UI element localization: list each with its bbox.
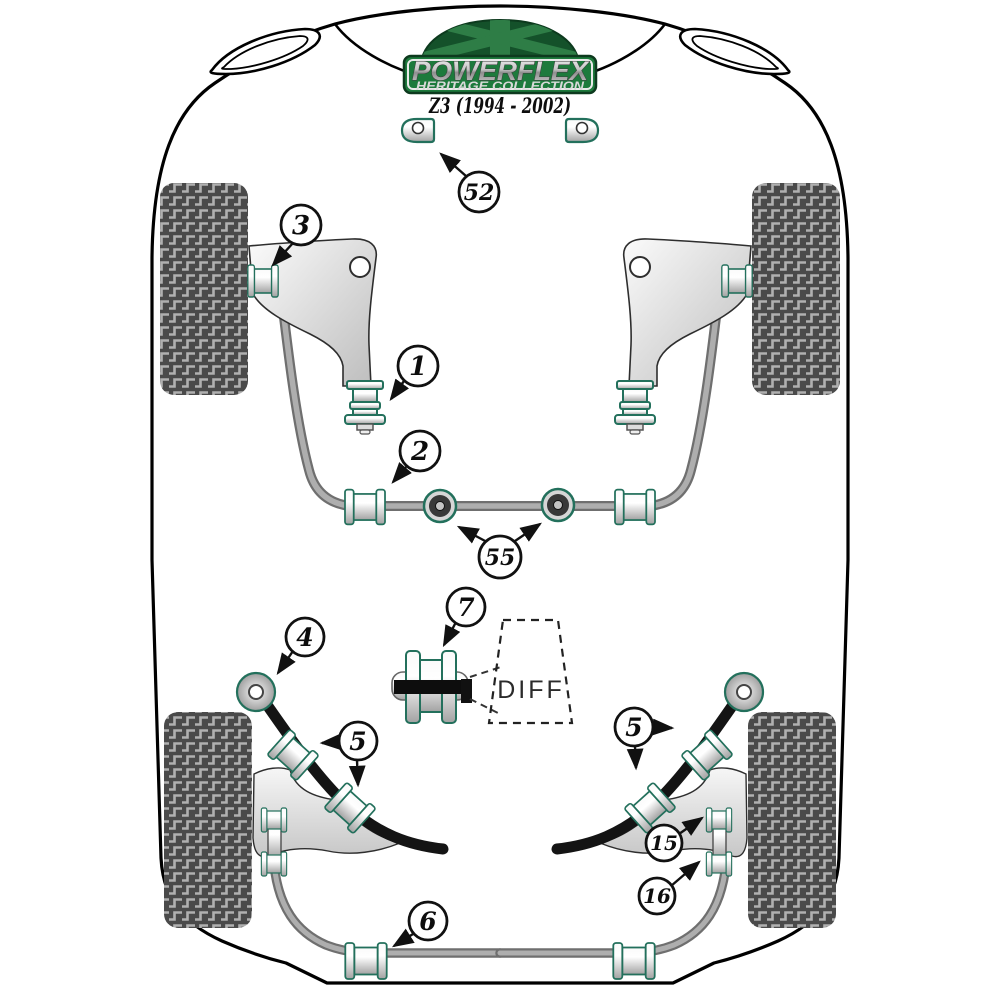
callouts: 52 3 1 2 55 7 4 5 <box>279 170 684 942</box>
diff-bolt-nub <box>461 679 472 703</box>
bracket-left-hole <box>411 121 425 135</box>
callout-6-label: 6 <box>419 907 436 936</box>
front-arm-front-bushing-right <box>721 264 753 298</box>
rear-link-lower-bushing-right <box>705 851 733 877</box>
callout-55: 55 <box>477 534 523 580</box>
bracket-right-hole <box>575 121 589 135</box>
tire-rear-left <box>164 712 252 928</box>
arrow-6 <box>391 928 415 948</box>
front-antiroll-bar <box>278 289 722 509</box>
front-suspension <box>247 238 753 526</box>
headlight-left-inner <box>221 35 309 70</box>
diff-bolt-band <box>394 680 464 694</box>
arrow-1 <box>389 378 410 401</box>
diff-label: DIFF <box>497 676 565 704</box>
arrow-5-right-a <box>652 718 675 736</box>
logo-union-jack <box>422 20 578 58</box>
callout-3: 3 <box>279 203 323 247</box>
powerflex-logo: POWERFLEX HERITAGE COLLECTION Z3 (1994 -… <box>402 18 598 118</box>
callout-arrows <box>271 152 704 948</box>
callout-52-label: 52 <box>464 180 495 206</box>
callout-5-right-label: 5 <box>625 713 642 742</box>
arrow-55-left <box>456 525 488 544</box>
control-arm-front-left <box>248 238 378 387</box>
brand-name: POWERFLEX <box>412 56 590 86</box>
arrow-16 <box>670 860 701 887</box>
headlight-right <box>678 27 791 76</box>
diff-mount-bushing <box>391 650 472 724</box>
callout-7-label: 7 <box>457 593 475 622</box>
callout-15: 15 <box>644 823 684 863</box>
rear-suspension: DIFF <box>235 618 765 980</box>
arrow-4 <box>276 650 296 675</box>
callout-3-label: 3 <box>292 211 310 241</box>
rear-link-upper-bushing-left <box>260 807 288 833</box>
callout-52: 52 <box>457 170 501 214</box>
diff-dash-upper <box>469 665 505 678</box>
arrow-5-right-b <box>626 745 644 771</box>
callout-1-label: 1 <box>409 352 427 382</box>
headlight-left <box>209 27 322 76</box>
callout-6: 6 <box>407 900 449 942</box>
arrow-55-right <box>514 522 542 542</box>
mount-brackets <box>400 117 600 144</box>
callout-1: 1 <box>396 344 440 388</box>
control-arm-front-right <box>622 238 752 387</box>
callout-5-right: 5 <box>613 706 655 748</box>
arrow-7 <box>442 621 461 648</box>
tires <box>160 183 840 928</box>
front-arm-front-bushing-left <box>247 264 279 298</box>
logo-panel-inner-border <box>407 59 593 90</box>
logo-panel <box>402 54 598 95</box>
brand-collection: HERITAGE COLLECTION <box>416 81 585 93</box>
callout-5-left-label: 5 <box>349 727 366 756</box>
control-arm-front-right-hole <box>629 256 651 278</box>
rear-link-lower-bushing-left <box>260 851 288 877</box>
diff-dash-lower <box>469 698 501 715</box>
arrow-2 <box>391 461 412 484</box>
callout-15-label: 15 <box>650 831 678 855</box>
tire-front-left <box>160 183 248 395</box>
model-name: Z3 (1994 - 2002) <box>428 93 571 118</box>
callout-2: 2 <box>398 429 442 473</box>
rear-link-upper-bushing-right <box>705 807 733 833</box>
arrow-5-left-b <box>348 759 366 788</box>
front-bar-inner-bushing-right <box>540 487 576 523</box>
arrow-52 <box>439 152 467 177</box>
tire-front-right <box>752 183 840 395</box>
rear-bar-eye-bushing-right <box>723 671 765 713</box>
rear-antiroll-bar-bushing-left <box>344 942 388 980</box>
front-antiroll-bar-bushing-right <box>614 488 656 526</box>
arrow-3 <box>271 242 294 267</box>
callout-5-left: 5 <box>337 720 379 762</box>
callout-2-label: 2 <box>410 437 429 467</box>
diff-box <box>487 618 574 725</box>
callout-16-label: 16 <box>643 884 671 908</box>
control-arm-front-left-hole <box>349 256 371 278</box>
arrow-15 <box>678 816 704 836</box>
callout-7: 7 <box>445 586 487 628</box>
tire-rear-right <box>748 712 836 928</box>
headlight-right-inner <box>691 35 779 70</box>
rear-bar-eye-bushing-left <box>235 671 277 713</box>
arrow-5-left-a <box>319 733 342 751</box>
callout-4: 4 <box>284 616 326 658</box>
callout-55-label: 55 <box>485 545 516 571</box>
front-bar-inner-bushing-left <box>422 488 458 524</box>
rear-antiroll-bar-bushing-right <box>612 942 656 980</box>
front-antiroll-bar-bushing-left <box>344 488 386 526</box>
callout-16: 16 <box>637 876 677 916</box>
callout-4-label: 4 <box>296 623 313 652</box>
